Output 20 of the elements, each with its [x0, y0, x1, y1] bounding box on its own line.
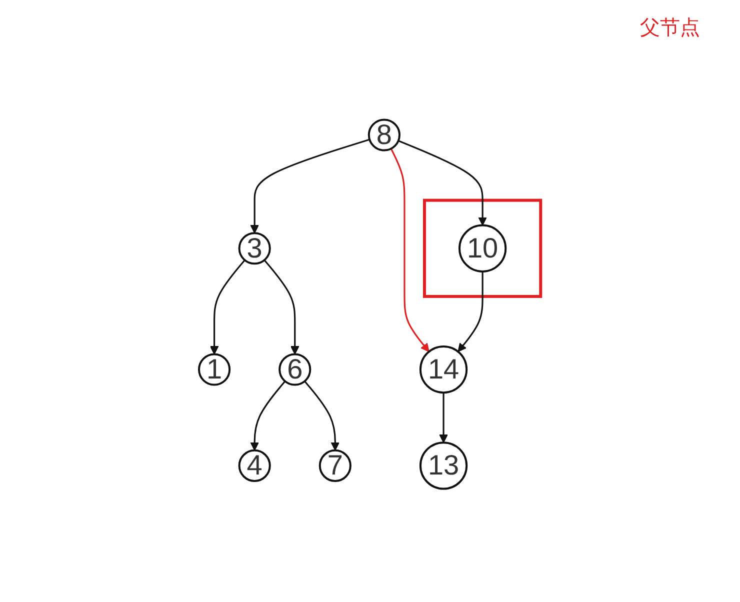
arrow — [304, 380, 340, 450]
cluster — [423, 198, 542, 298]
arrow — [398, 140, 488, 226]
annotation-text: 父节点 — [640, 16, 700, 41]
arrow — [264, 259, 300, 354]
arrow — [458, 271, 484, 352]
node-circle: 1 — [198, 352, 231, 386]
node-circle: 3 — [238, 232, 272, 264]
node-circle: 7 — [319, 449, 352, 482]
arrow — [210, 259, 246, 354]
node-circle: 8 — [368, 118, 401, 151]
node-circle: 13 — [420, 441, 468, 490]
node-circle: 6 — [278, 352, 312, 386]
node-circle: 4 — [238, 449, 272, 482]
arrow — [250, 138, 370, 234]
node-circle: 14 — [420, 345, 468, 394]
arrow — [250, 380, 286, 450]
arrow — [439, 392, 448, 443]
node-circle: 10 — [458, 224, 507, 272]
arrow — [390, 148, 430, 352]
